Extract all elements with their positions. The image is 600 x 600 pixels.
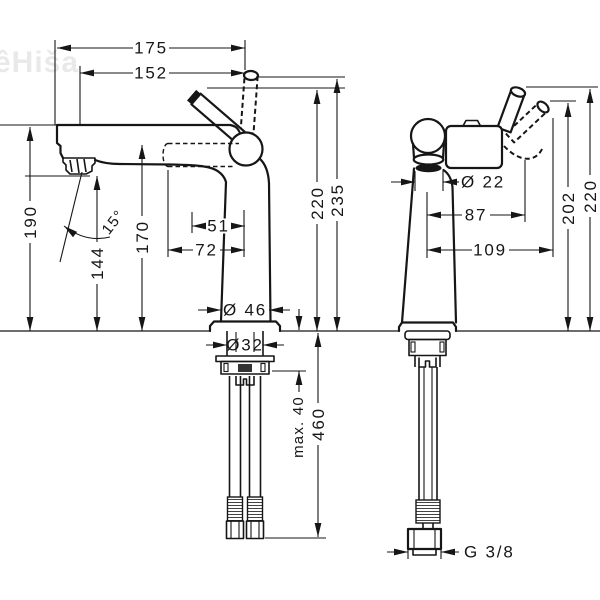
dim-handle-reach-label: 109 xyxy=(473,241,507,260)
dim-pivot-offset-label: 51 xyxy=(207,217,230,236)
dim-base-diameter-label: Ø 46 xyxy=(223,301,267,320)
front-spout-top xyxy=(55,123,241,160)
dim-height-220-side-label: 220 xyxy=(581,179,600,213)
front-cartridge-dashed xyxy=(162,142,239,168)
side-body xyxy=(444,124,504,170)
side-body-clip xyxy=(462,119,482,127)
dim-cartridge-length-label: 72 xyxy=(195,241,218,260)
watermark-text: êHiša xyxy=(0,46,79,79)
dim-height-235-label: 235 xyxy=(328,183,347,217)
dim-connection-thread-label: G 3/8 xyxy=(464,543,515,562)
dim-shank-diameter-label: Ø32 xyxy=(226,336,264,355)
side-outlet-rim xyxy=(412,153,445,166)
front-handle-alt-dashed xyxy=(239,76,259,135)
front-ball-joint xyxy=(228,131,264,167)
side-cone-right xyxy=(442,168,458,324)
side-mounting-assembly xyxy=(404,330,451,556)
side-handle-cap xyxy=(509,86,527,98)
side-outlet-neck xyxy=(411,142,446,160)
dim-max-thickness-label: max. 40 xyxy=(290,396,307,458)
dim-total-width-label: 175 xyxy=(134,39,168,58)
side-base-flare xyxy=(397,321,458,333)
front-mounting-clip xyxy=(238,364,252,372)
front-supply-hoses xyxy=(228,376,262,497)
side-outlet-opening xyxy=(415,163,442,173)
front-handle-end-cap xyxy=(187,89,201,105)
front-aerator xyxy=(62,157,96,175)
dim-height-220-label: 220 xyxy=(308,186,327,220)
side-ball-joint xyxy=(409,117,447,155)
front-spout-underside xyxy=(93,158,228,323)
side-cone-left xyxy=(400,167,416,324)
dim-height-202-label: 202 xyxy=(559,191,578,225)
side-view-faucet xyxy=(397,86,550,556)
front-view-faucet xyxy=(55,69,282,540)
dim-spout-reach-label: 152 xyxy=(134,64,168,83)
side-g38-nut xyxy=(406,527,443,551)
dim-aerator-height-label: 144 xyxy=(88,246,107,280)
front-mounting-assembly xyxy=(215,331,275,540)
extension-lines xyxy=(0,40,598,559)
side-handle-alt-skirt-dashed xyxy=(503,145,543,160)
dim-hose-length-label: 460 xyxy=(309,407,328,441)
side-handle-alt-dashed xyxy=(504,101,549,144)
dim-spout-center-offset-label: 87 xyxy=(465,206,488,225)
dim-spray-angle-label: 15° xyxy=(99,207,129,238)
dim-spout-height-label: 190 xyxy=(21,205,40,239)
front-handle-alt-cap xyxy=(242,69,260,82)
front-view-dimensions: 175 152 190 144 170 15° 51 xyxy=(21,39,347,537)
dim-outlet-diameter-label: Ø 22 xyxy=(461,173,505,192)
front-base-flare xyxy=(208,320,282,333)
side-handle-alt-cap xyxy=(536,100,550,114)
side-view-dimensions: Ø 22 87 109 202 220 G 3/8 xyxy=(387,89,600,562)
dim-cartridge-height-label: 170 xyxy=(133,220,152,254)
front-body-right-edge xyxy=(258,157,272,323)
